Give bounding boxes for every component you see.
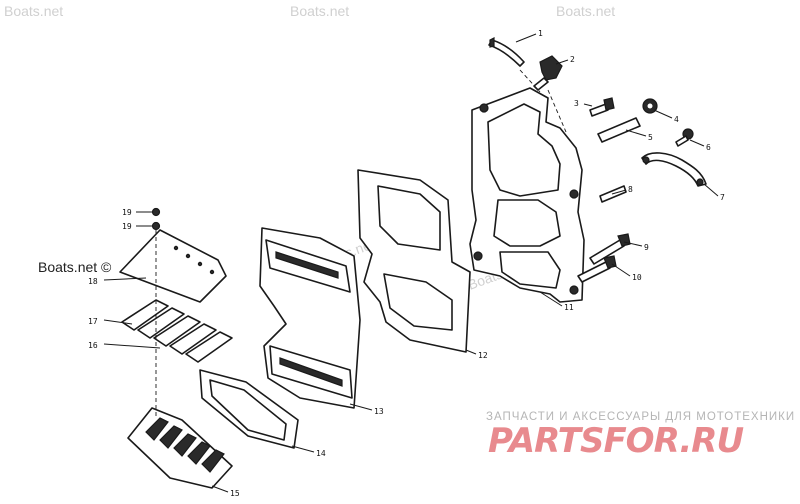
stop-plate-part-18: [119, 229, 227, 303]
bolt-part-10: [577, 255, 617, 283]
callout-17: 17: [88, 317, 98, 326]
watermark-top-right: Boats.net: [556, 3, 615, 19]
callout-8: 8: [628, 185, 633, 194]
clamp-part-7: [641, 152, 707, 187]
callout-11: 11: [564, 303, 574, 312]
alignment-lines: [155, 69, 567, 418]
watermark-top-middle: Boats.net: [290, 3, 349, 19]
watermark-left: Boats.net ©: [38, 259, 112, 275]
bolt-part-9: [589, 233, 631, 265]
callout-2: 2: [570, 55, 575, 64]
reed-petals-part-17: [121, 299, 233, 363]
callout-15: 15: [230, 489, 240, 498]
gasket-part-14: [199, 369, 299, 449]
brand-subtitle: ЗАПЧАСТИ И АКСЕССУАРЫ ДЛЯ МОТОТЕХНИКИ: [486, 411, 795, 423]
callout-14: 14: [316, 449, 326, 458]
nut-part-4: [642, 98, 658, 114]
bolt-part-3: [589, 97, 615, 117]
callout-19b: 19: [122, 222, 132, 231]
hose-part: [488, 37, 525, 67]
callout-9: 9: [644, 243, 649, 252]
housing-part-11: [469, 87, 585, 303]
callout-1: 1: [538, 29, 543, 38]
brand-logo: PARTSFOR.RU: [488, 421, 743, 461]
callout-13: 13: [374, 407, 384, 416]
stud-part-5: [597, 117, 641, 143]
reed-block-part-13: [259, 227, 361, 409]
callout-5: 5: [648, 133, 653, 142]
gasket-part-12: [357, 169, 471, 353]
watermark-top-left: Boats.net: [4, 3, 63, 19]
leader-lines: [103, 33, 719, 493]
callout-19a: 19: [122, 208, 132, 217]
callout-18: 18: [88, 277, 98, 286]
callouts: 1 2 3 4 5 6 7 8 9 10 11 12 13 14 15 16 1…: [88, 29, 725, 498]
callout-10: 10: [632, 273, 642, 282]
screw-part-19: [151, 207, 161, 231]
frame-part-15: [127, 407, 233, 489]
callout-7: 7: [720, 193, 725, 202]
fitting-part: [533, 55, 563, 91]
callout-3: 3: [574, 99, 579, 108]
callout-6: 6: [706, 143, 711, 152]
callout-4: 4: [674, 115, 679, 124]
callout-12: 12: [478, 351, 488, 360]
callout-16: 16: [88, 341, 98, 350]
screw-part-6: [675, 128, 694, 147]
